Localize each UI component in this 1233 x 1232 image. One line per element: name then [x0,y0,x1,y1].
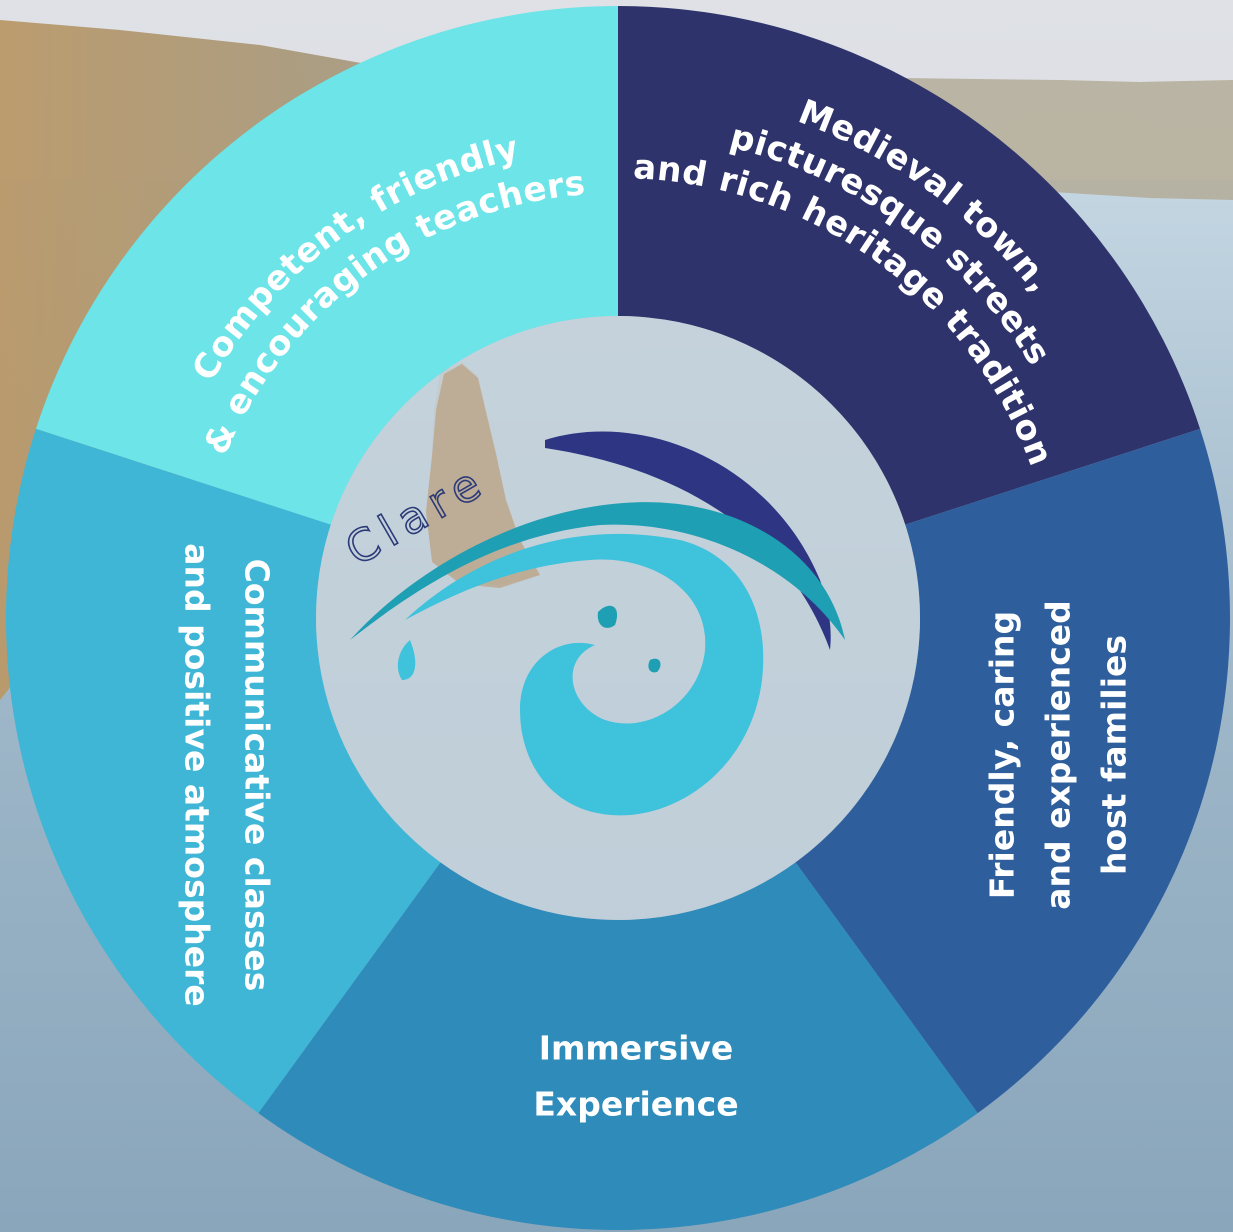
segment-families-wedge [795,428,1230,1114]
segment-families: Friendly, caring and experienced host fami… [795,428,1230,1114]
logo-wave [405,533,764,816]
logo-splash-drop-right [648,658,661,673]
logo-splash-drop-left [397,640,416,680]
segment-immersive-label-line-2: Experience [533,1085,738,1124]
segment-immersive-wedge [258,862,978,1230]
segment-families-label-line-1: Friendly, caring [983,611,1022,899]
segment-teachers: Competent, friendly& encouraging teacher… [35,6,618,525]
segment-classes-label-line-1: Communicative classes [238,559,277,992]
segment-classes-wedge [5,428,441,1114]
segment-classes: Communicative classes and positive atmosp… [5,428,441,1114]
logo-teal-arc [350,502,845,640]
segment-classes-label-line-2: and positive atmosphere [178,543,217,1006]
segment-families-label-line-3: host families [1095,635,1134,875]
segment-families-label-line-2: and experienced [1039,600,1078,910]
segment-immersive-label-line-1: Immersive [539,1029,734,1068]
segment-teachers-wedge [35,6,618,525]
logo-splash-drop-top [597,605,618,628]
segment-town-wedge [618,6,1201,525]
